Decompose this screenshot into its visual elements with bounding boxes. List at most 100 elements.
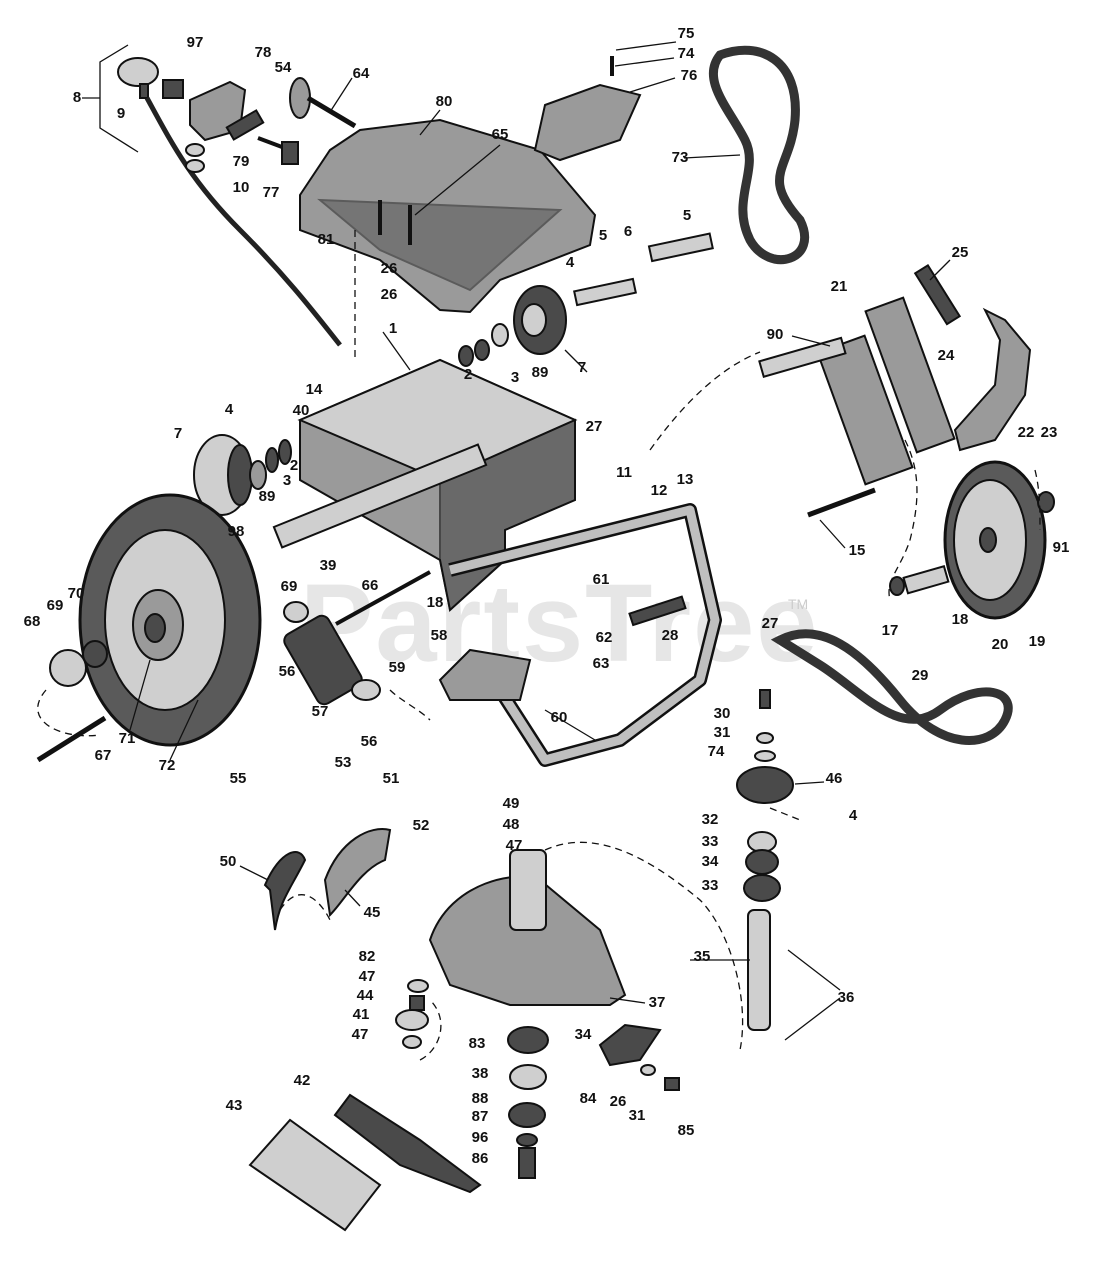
part-label-65: 65 bbox=[491, 126, 509, 143]
part-label-74: 74 bbox=[677, 45, 695, 62]
part-label-44: 44 bbox=[356, 987, 374, 1004]
part-label-79: 79 bbox=[232, 153, 250, 170]
part-label-98: 98 bbox=[227, 523, 245, 540]
part-label-49: 49 bbox=[502, 795, 520, 812]
part-label-71: 71 bbox=[118, 730, 136, 747]
part-label-52: 52 bbox=[412, 817, 430, 834]
part-label-13: 13 bbox=[676, 471, 694, 488]
part-label-32: 32 bbox=[701, 811, 719, 828]
part-label-28: 28 bbox=[661, 627, 679, 644]
part-label-2: 2 bbox=[463, 366, 473, 383]
part-label-56: 56 bbox=[360, 733, 378, 750]
part-label-40: 40 bbox=[292, 402, 310, 419]
part-label-11: 11 bbox=[616, 464, 632, 481]
part-label-35: 35 bbox=[693, 948, 711, 965]
part-label-42: 42 bbox=[293, 1072, 311, 1089]
part-label-90: 90 bbox=[766, 326, 784, 343]
part-label-89: 89 bbox=[258, 488, 276, 505]
part-label-47: 47 bbox=[351, 1026, 369, 1043]
part-label-47: 47 bbox=[505, 837, 523, 854]
part-label-31: 31 bbox=[628, 1107, 646, 1124]
part-label-29: 29 bbox=[911, 667, 929, 684]
part-label-74: 74 bbox=[707, 743, 725, 760]
part-label-69: 69 bbox=[46, 597, 64, 614]
part-label-1: 1 bbox=[388, 320, 398, 337]
watermark-trademark: TM bbox=[788, 596, 809, 612]
part-label-34: 34 bbox=[574, 1026, 592, 1043]
part-label-55: 55 bbox=[229, 770, 247, 787]
part-label-78: 78 bbox=[254, 44, 272, 61]
part-label-61: 61 bbox=[592, 571, 610, 588]
part-label-96: 96 bbox=[471, 1129, 489, 1146]
part-label-66: 66 bbox=[361, 577, 379, 594]
part-label-8: 8 bbox=[72, 89, 82, 106]
part-label-27: 27 bbox=[585, 418, 603, 435]
part-label-6: 6 bbox=[623, 223, 633, 240]
part-label-83: 83 bbox=[468, 1035, 486, 1052]
part-label-63: 63 bbox=[592, 655, 610, 672]
part-label-37: 37 bbox=[648, 994, 666, 1011]
part-label-17: 17 bbox=[881, 622, 899, 639]
part-label-3: 3 bbox=[282, 472, 292, 489]
part-label-39: 39 bbox=[319, 557, 337, 574]
part-label-48: 48 bbox=[502, 816, 520, 833]
part-label-20: 20 bbox=[991, 636, 1009, 653]
part-label-85: 85 bbox=[677, 1122, 695, 1139]
part-label-31: 31 bbox=[713, 724, 731, 741]
part-label-4: 4 bbox=[224, 401, 234, 418]
part-label-15: 15 bbox=[848, 542, 866, 559]
part-label-57: 57 bbox=[311, 703, 329, 720]
part-label-12: 12 bbox=[650, 482, 668, 499]
part-label-7: 7 bbox=[577, 359, 587, 376]
part-label-59: 59 bbox=[388, 659, 406, 676]
part-label-54: 54 bbox=[274, 59, 292, 76]
part-label-5: 5 bbox=[598, 227, 608, 244]
part-label-18: 18 bbox=[951, 611, 969, 628]
part-label-38: 38 bbox=[471, 1065, 489, 1082]
part-label-3: 3 bbox=[510, 369, 520, 386]
part-label-43: 43 bbox=[225, 1097, 243, 1114]
part-label-75: 75 bbox=[677, 25, 695, 42]
part-label-41: 41 bbox=[352, 1006, 370, 1023]
part-label-84: 84 bbox=[579, 1090, 597, 1107]
part-label-69: 69 bbox=[280, 578, 298, 595]
part-label-21: 21 bbox=[830, 278, 848, 295]
part-label-80: 80 bbox=[435, 93, 453, 110]
part-label-89: 89 bbox=[531, 364, 549, 381]
part-label-19: 19 bbox=[1028, 633, 1046, 650]
part-label-88: 88 bbox=[471, 1090, 489, 1107]
part-label-87: 87 bbox=[471, 1108, 489, 1125]
part-label-27: 27 bbox=[761, 615, 779, 632]
watermark: PartsTree bbox=[300, 562, 820, 685]
part-label-26: 26 bbox=[609, 1093, 627, 1110]
part-label-10: 10 bbox=[232, 179, 250, 196]
part-label-33: 33 bbox=[701, 833, 719, 850]
part-label-26: 26 bbox=[380, 286, 398, 303]
part-label-86: 86 bbox=[471, 1150, 489, 1167]
part-label-24: 24 bbox=[937, 347, 955, 364]
part-label-77: 77 bbox=[262, 184, 280, 201]
part-label-4: 4 bbox=[565, 254, 575, 271]
part-label-34: 34 bbox=[701, 853, 719, 870]
part-label-4: 4 bbox=[848, 807, 858, 824]
part-label-50: 50 bbox=[219, 853, 237, 870]
part-label-60: 60 bbox=[550, 709, 568, 726]
part-label-45: 45 bbox=[363, 904, 381, 921]
part-label-25: 25 bbox=[951, 244, 969, 261]
part-label-76: 76 bbox=[680, 67, 698, 84]
part-label-51: 51 bbox=[382, 770, 400, 787]
part-label-7: 7 bbox=[173, 425, 183, 442]
part-label-91: 91 bbox=[1052, 539, 1070, 556]
part-label-67: 67 bbox=[94, 747, 112, 764]
part-label-70: 70 bbox=[67, 585, 85, 602]
part-label-53: 53 bbox=[334, 754, 352, 771]
part-label-56: 56 bbox=[278, 663, 296, 680]
part-label-68: 68 bbox=[23, 613, 41, 630]
part-label-46: 46 bbox=[825, 770, 843, 787]
part-label-23: 23 bbox=[1040, 424, 1058, 441]
part-label-5: 5 bbox=[682, 207, 692, 224]
part-label-36: 36 bbox=[837, 989, 855, 1006]
part-label-26: 26 bbox=[380, 260, 398, 277]
